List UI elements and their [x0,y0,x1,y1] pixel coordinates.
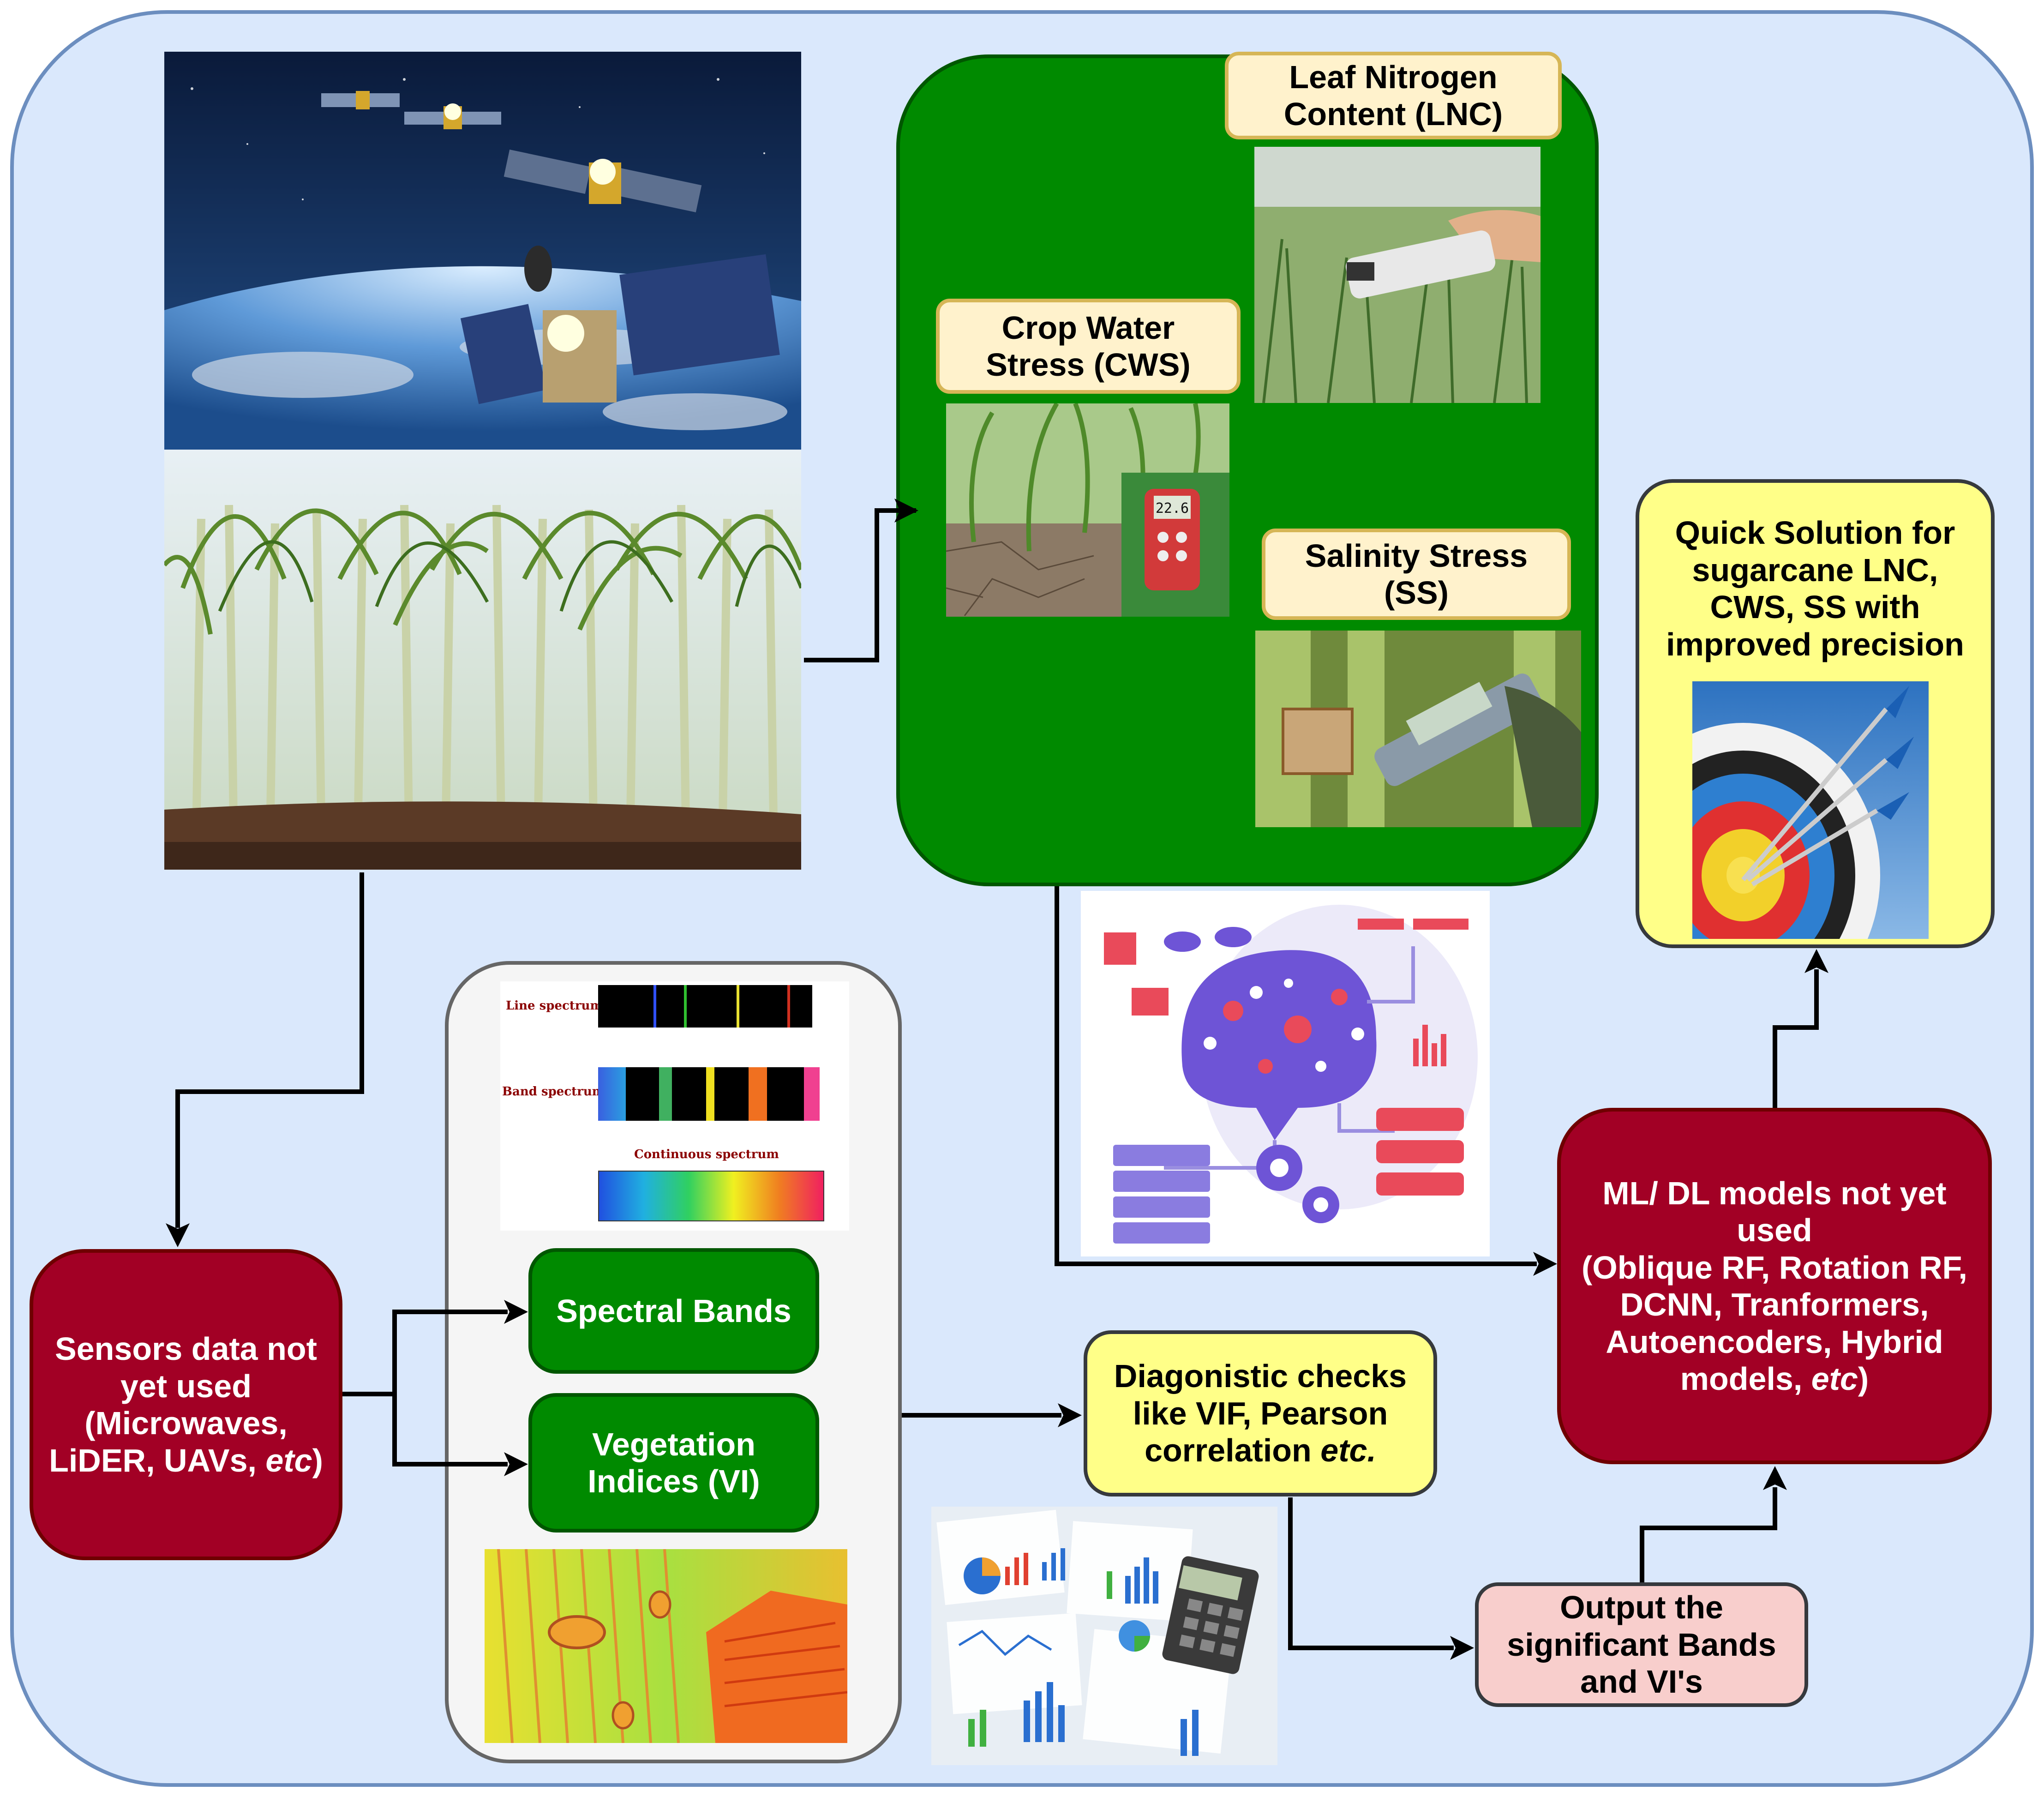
continuous-spectrum-label: Continuous spectrum [634,1148,779,1161]
sensors-data-label: Sensors data not yet used (Microwaves, L… [49,1331,323,1478]
quick-solution-label: Quick Solution for sugarcane LNC, CWS, S… [1666,515,1964,662]
ai-brain-illustration [1081,891,1490,1256]
spectral-bands-node: Spectral Bands [528,1248,819,1374]
sugarcane-field-image [164,450,801,870]
sensors-data-node [30,1249,342,1560]
gauge-reading: 22.6 [1156,500,1189,517]
output-bands-vi-node: Output the significant Bands and VI's [1475,1582,1808,1707]
diagnostic-checks-node [1084,1330,1437,1496]
line-spectrum-bar [598,985,812,1028]
ss-label: Salinity Stress (SS) [1262,529,1571,620]
vegetation-indices-node: Vegetation Indices (VI) [528,1393,819,1533]
target-arrows-image [1692,681,1929,939]
analytics-charts-image [931,1507,1277,1765]
ml-dl-models-label: ML/ DL models not yet used (Oblique RF, … [1581,1175,1968,1397]
ss-measurement-image [1255,631,1581,827]
spectra-illustration: Line spectrum Band spectrum Continuous s… [500,981,849,1231]
ml-dl-models-node [1557,1108,1992,1464]
lnc-measurement-image [1254,147,1540,403]
diagnostic-checks-label: Diagonistic checks like VIF, Pearson cor… [1114,1358,1407,1469]
cws-measurement-image: 22.6 [946,403,1229,617]
cws-label: Crop Water Stress (CWS) [936,299,1241,394]
band-spectrum-label: Band spectrum [502,1085,605,1099]
line-spectrum-label: Line spectrum [506,999,603,1013]
vegetation-index-map [485,1549,847,1743]
lnc-label: Leaf Nitrogen Content (LNC) [1225,52,1562,139]
satellite-image [164,52,801,450]
band-spectrum-bar [598,1067,820,1121]
continuous-spectrum-bar [598,1171,824,1221]
